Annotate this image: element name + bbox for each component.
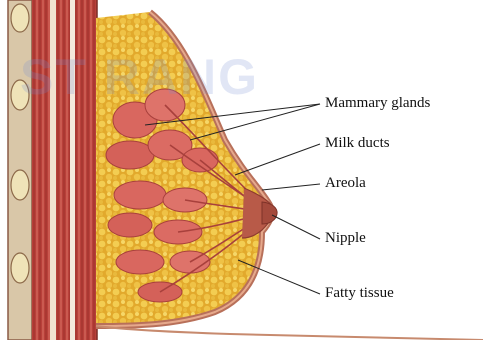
watermark: ST RANG	[20, 48, 259, 106]
leader-line-milk-ducts	[235, 144, 320, 175]
label-nipple: Nipple	[325, 231, 366, 246]
leader-line-areola	[262, 184, 320, 190]
label-milk-ducts: Milk ducts	[325, 136, 390, 151]
nipple-shape	[262, 202, 277, 224]
label-areola: Areola	[325, 176, 366, 191]
leader-line-nipple	[272, 215, 320, 239]
label-fatty-tissue: Fatty tissue	[325, 286, 394, 301]
skin-fold	[96, 326, 483, 340]
label-mammary-glands: Mammary glands	[325, 96, 430, 111]
